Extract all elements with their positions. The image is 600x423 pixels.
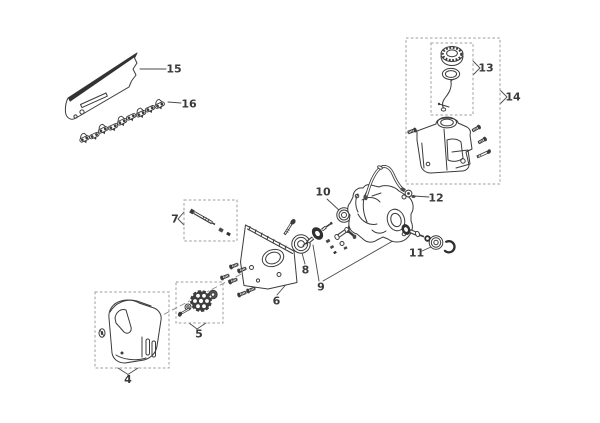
- callout-9: 9: [317, 281, 325, 294]
- gear-shaft-left-drawing: [302, 221, 337, 255]
- oil-cap-drawing: [440, 46, 464, 66]
- nut-drawing: [218, 227, 231, 237]
- tank-screw: [470, 123, 483, 134]
- callout-6: 6: [273, 295, 281, 308]
- callout-14: 14: [505, 91, 521, 104]
- tank-pin-drawing: [476, 149, 491, 159]
- tank-screw: [405, 126, 418, 136]
- callout-4: 4: [124, 373, 132, 386]
- gear-shaft-right-drawing: [401, 224, 431, 242]
- guide-bar-drawing: [64, 52, 138, 120]
- cover-screw-drawing: [98, 328, 106, 338]
- mounting-plate-drawing: [240, 224, 298, 290]
- oil-hose-drawing: [363, 165, 416, 201]
- bearing-11-drawing: [428, 235, 444, 250]
- side-cover-drawing: [108, 299, 162, 364]
- gear-housing-drawing: [347, 184, 414, 243]
- callout-5: 5: [195, 328, 203, 341]
- cap-gasket-drawing: [441, 67, 461, 81]
- callout-12: 12: [428, 192, 443, 205]
- sprocket-kit-group: [175, 281, 224, 324]
- tank-screw: [476, 135, 489, 146]
- sprocket-drawing: [177, 289, 218, 317]
- callout-13: 13: [478, 62, 493, 75]
- callout-11: 11: [409, 247, 424, 260]
- plate-bolt-drawing: [283, 219, 296, 236]
- side-cover-group: [94, 291, 170, 369]
- callout-15: 15: [166, 63, 181, 76]
- callout-10: 10: [315, 186, 331, 199]
- long-bolt-drawing: [189, 208, 216, 226]
- callout-8: 8: [302, 264, 310, 277]
- snap-ring-drawing: [443, 240, 456, 254]
- oil-pickup-drawing: [437, 78, 455, 112]
- bolt-kit-group: [183, 199, 238, 242]
- oil-tank-drawing: [416, 116, 473, 174]
- oil-tank-group: [405, 37, 501, 185]
- callout-7: 7: [171, 213, 179, 226]
- bearing-8-drawing: [291, 234, 311, 254]
- callout-labels: 15 16 13 14 12 10 11 8 9 6 7 5 4: [124, 62, 521, 387]
- callout-16: 16: [181, 98, 197, 111]
